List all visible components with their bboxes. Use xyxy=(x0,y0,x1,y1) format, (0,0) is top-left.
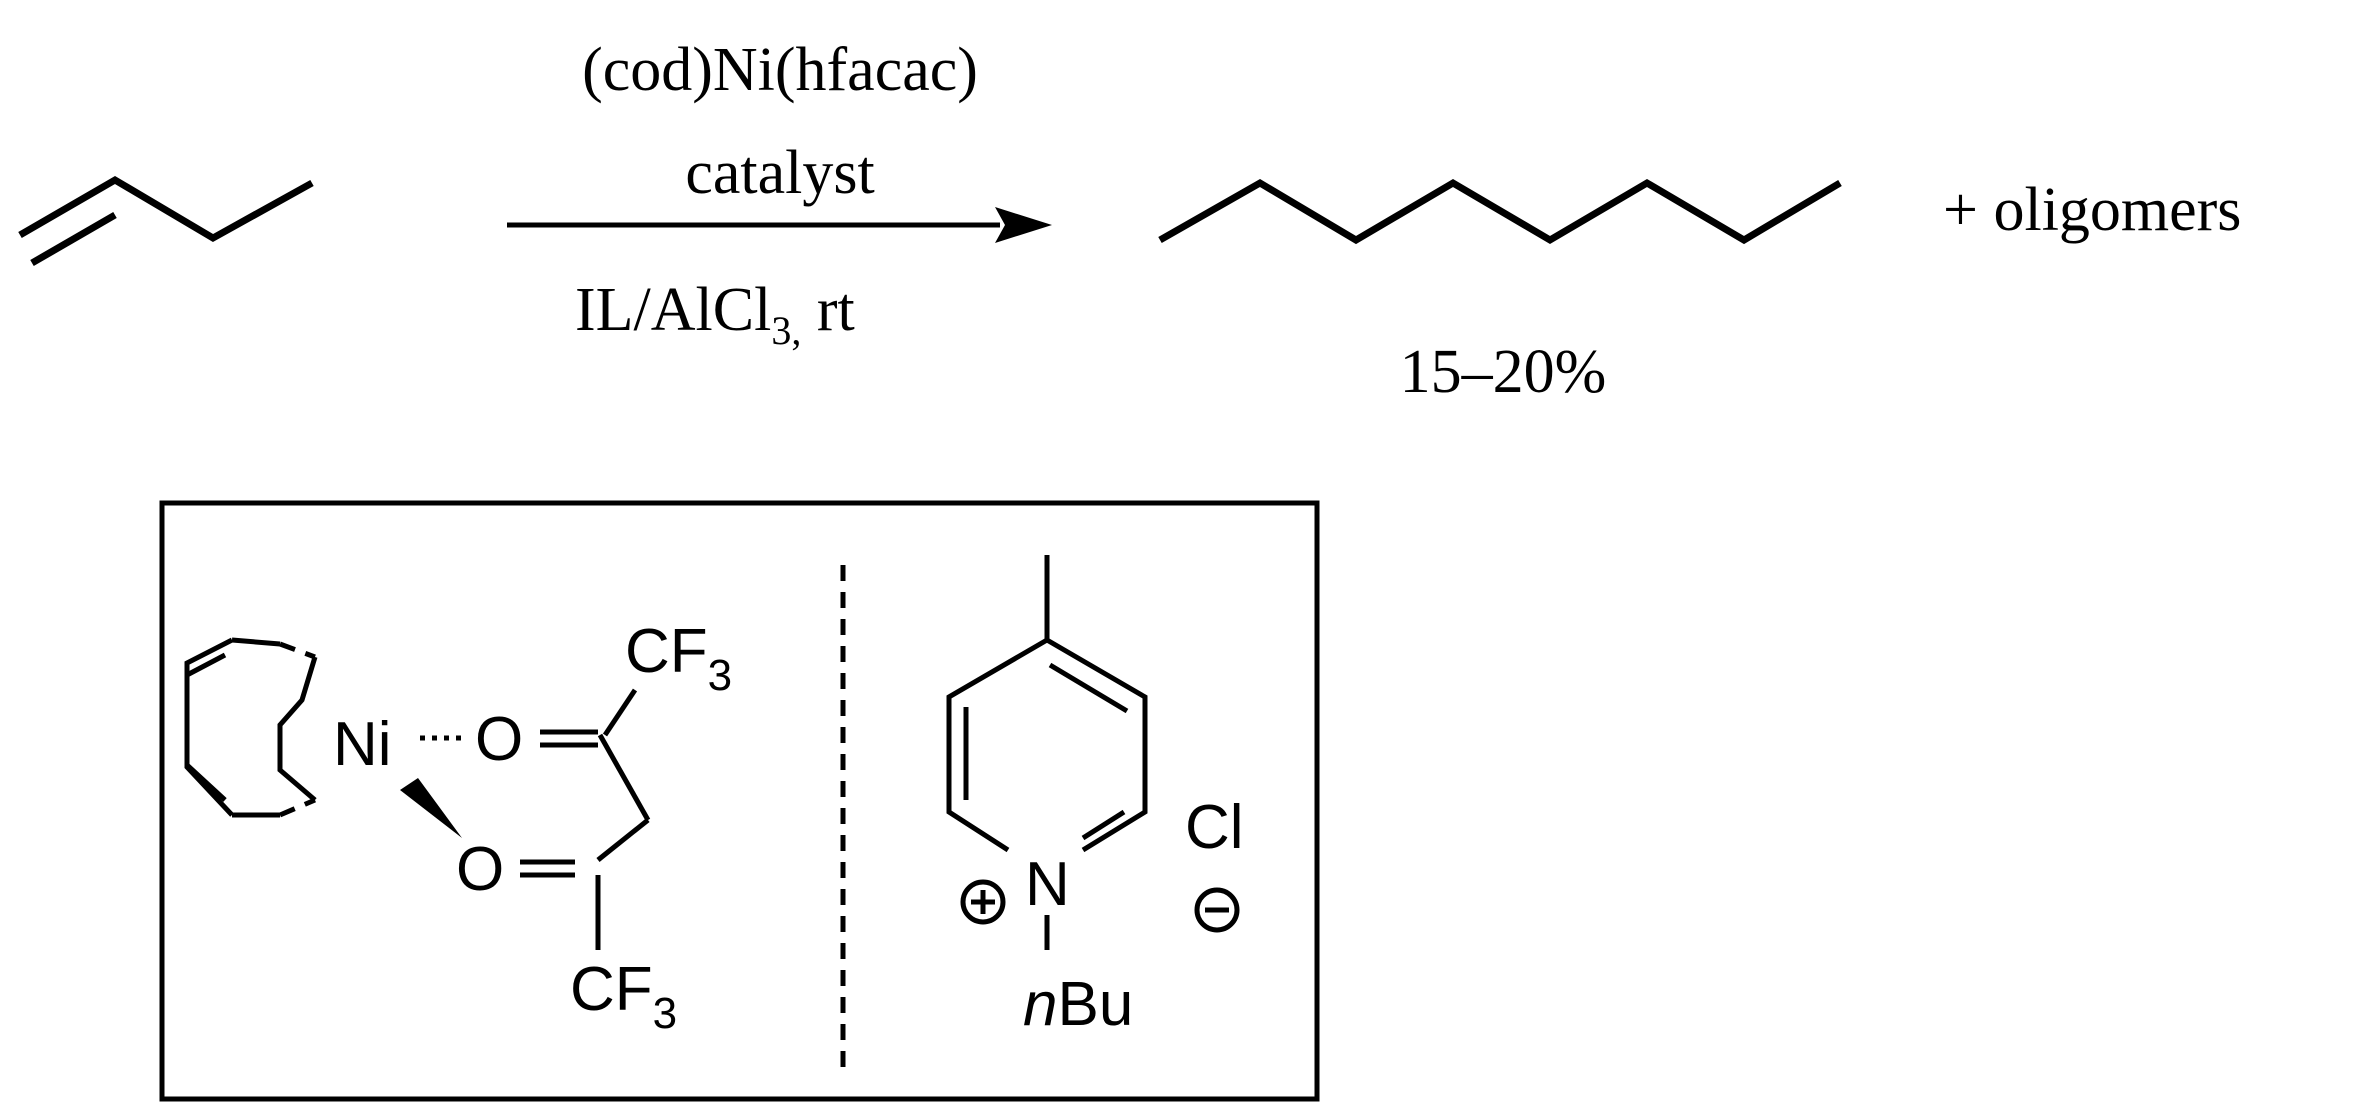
nitrogen-label: N xyxy=(1025,850,1070,919)
conditions-il-alcl: IL/AlCl xyxy=(575,276,771,344)
cf3-label-top: CF3 xyxy=(625,617,732,700)
reagent-line-1: (cod)Ni(hfacac) xyxy=(582,36,978,104)
reagent-line-2: catalyst xyxy=(685,139,874,207)
reaction-conditions: IL/AlCl3, rt xyxy=(575,276,855,353)
ni-cod-hfacac-complex: Ni O O CF3 CF3 xyxy=(184,617,732,1038)
butene-structure xyxy=(18,175,314,267)
cf3-label-bottom: CF3 xyxy=(570,955,677,1038)
chloride-label: Cl xyxy=(1185,793,1244,862)
oxygen-label-bottom: O xyxy=(456,835,504,904)
structures-box xyxy=(159,500,1320,1102)
conditions-temperature: rt xyxy=(801,276,854,344)
octene-structure xyxy=(1158,178,1842,245)
yield-label: 15–20% xyxy=(1400,338,1607,406)
reaction-arrow xyxy=(507,207,1052,243)
conditions-subscript: 3, xyxy=(771,308,801,353)
oxygen-label-top: O xyxy=(475,705,523,774)
butylmethylpyridinium-chloride: N nBu Cl xyxy=(946,555,1244,1039)
butyl-label: nBu xyxy=(1023,970,1133,1039)
byproduct-label: + oligomers xyxy=(1943,176,2241,244)
ni-atom-label: Ni xyxy=(333,710,392,779)
